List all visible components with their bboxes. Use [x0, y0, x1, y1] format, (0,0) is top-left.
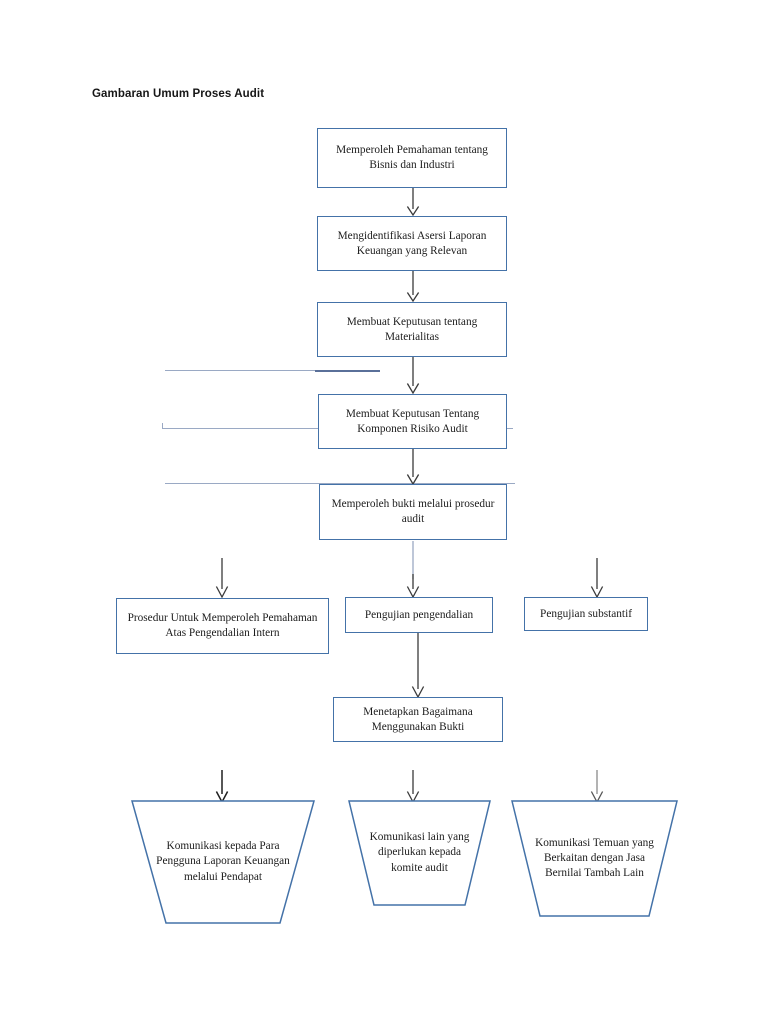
- arrow-n5-n7: [406, 541, 420, 598]
- trapezoid-shape: [131, 800, 315, 924]
- arrow-n9-n10: [215, 770, 229, 803]
- stray-line-2-tick: [162, 423, 164, 429]
- arrow-n5-n6: [215, 558, 229, 598]
- arrow-n9-n12: [590, 770, 604, 803]
- arrow-n3-n4: [406, 357, 420, 394]
- node-keputusan-komponen-risiko[interactable]: Membuat Keputusan Tentang Komponen Risik…: [318, 394, 507, 449]
- node-keputusan-materialitas[interactable]: Membuat Keputusan tentang Materialitas: [317, 302, 507, 357]
- arrow-n1-n2: [406, 188, 420, 216]
- node-mengidentifikasi-asersi[interactable]: Mengidentifikasi Asersi Laporan Keuangan…: [317, 216, 507, 271]
- node-label: Pengujian substantif: [540, 607, 632, 620]
- trapezoid-shape: [511, 800, 678, 917]
- node-label: Memperoleh Pemahaman tentang Bisnis dan …: [336, 144, 488, 171]
- node-prosedur-pemahaman-pengendalian-intern[interactable]: Prosedur Untuk Memperoleh Pemahaman Atas…: [116, 598, 329, 654]
- node-memperoleh-pemahaman-bisnis[interactable]: Memperoleh Pemahaman tentang Bisnis dan …: [317, 128, 507, 188]
- node-label: Pengujian pengendalian: [364, 608, 474, 621]
- stray-line-3: [165, 483, 515, 485]
- arrow-n2-n3: [406, 271, 420, 302]
- node-komunikasi-pengguna-laporan[interactable]: Komunikasi kepada Para Pengguna Laporan …: [131, 800, 315, 924]
- node-komunikasi-komite-audit[interactable]: Komunikasi lain yang diperlukan kepada k…: [348, 800, 491, 906]
- node-label: Komunikasi lain yang diperlukan kepada k…: [369, 831, 470, 874]
- node-label: Prosedur Untuk Memperoleh Pemahaman Atas…: [127, 612, 318, 639]
- node-label: Memperoleh bukti melalui prosedur audit: [331, 498, 495, 525]
- node-label: Membuat Keputusan Tentang Komponen Risik…: [345, 407, 480, 435]
- node-pengujian-pengendalian[interactable]: Pengujian pengendalian: [345, 597, 493, 633]
- node-pengujian-substantif[interactable]: Pengujian substantif: [524, 597, 648, 631]
- node-komunikasi-temuan-jasa-bernilai-tambah[interactable]: Komunikasi Temuan yang Berkaitan dengan …: [511, 800, 678, 917]
- node-label: Komunikasi Temuan yang Berkaitan dengan …: [535, 836, 654, 880]
- trapezoid-shape: [348, 800, 491, 906]
- arrow-n9-n11: [406, 770, 420, 803]
- node-label: Komunikasi kepada Para Pengguna Laporan …: [156, 840, 290, 883]
- node-menetapkan-penggunaan-bukti[interactable]: Menetapkan Bagaimana Menggunakan Bukti: [333, 697, 503, 742]
- node-memperoleh-bukti[interactable]: Memperoleh bukti melalui prosedur audit: [319, 484, 507, 540]
- node-label: Membuat Keputusan tentang Materialitas: [346, 315, 478, 343]
- page-title: Gambaran Umum Proses Audit: [92, 88, 265, 100]
- arrow-n7-n9: [411, 633, 425, 698]
- stray-line-1b: [315, 370, 380, 372]
- node-label: Menetapkan Bagaimana Menggunakan Bukti: [363, 705, 473, 733]
- stray-line-1: [165, 370, 315, 372]
- arrow-n5-n8: [590, 558, 604, 598]
- arrow-n4-n5: [406, 449, 420, 485]
- node-label: Mengidentifikasi Asersi Laporan Keuangan…: [337, 229, 487, 257]
